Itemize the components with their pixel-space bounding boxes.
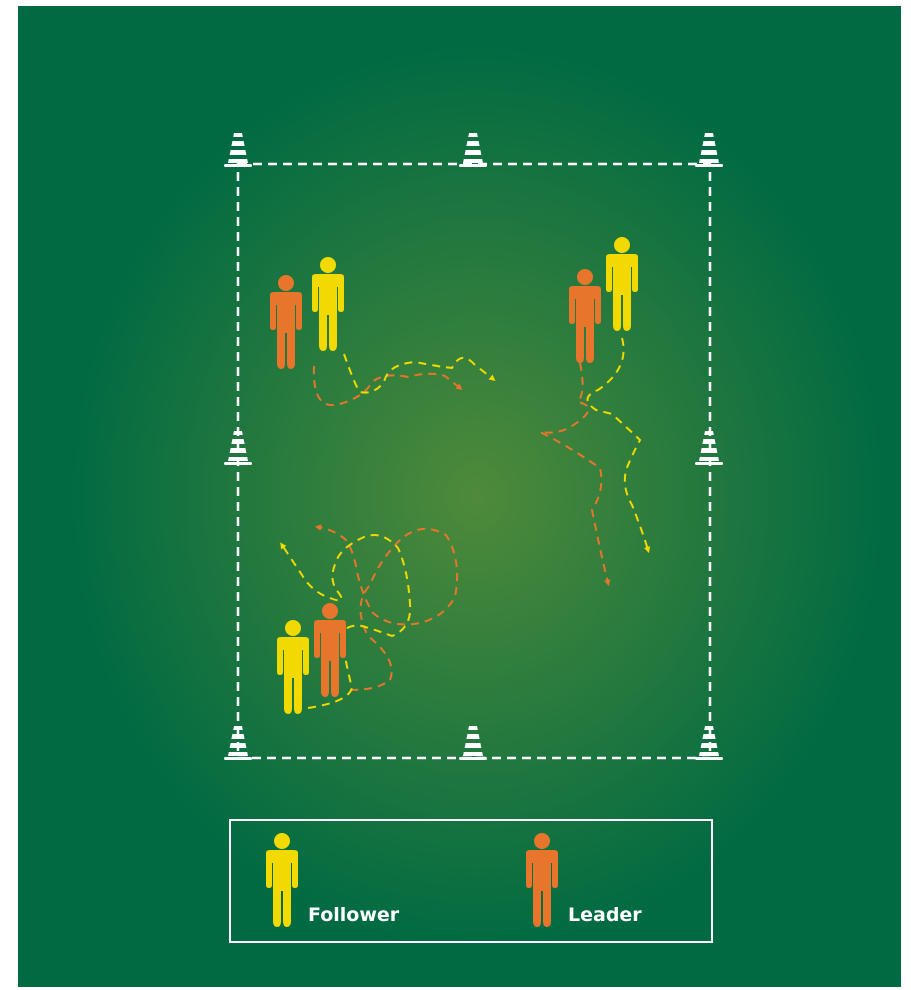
legend-follower-label: Follower — [308, 904, 400, 926]
grass-pitch — [18, 6, 901, 987]
legend-leader-label: Leader — [568, 904, 642, 926]
